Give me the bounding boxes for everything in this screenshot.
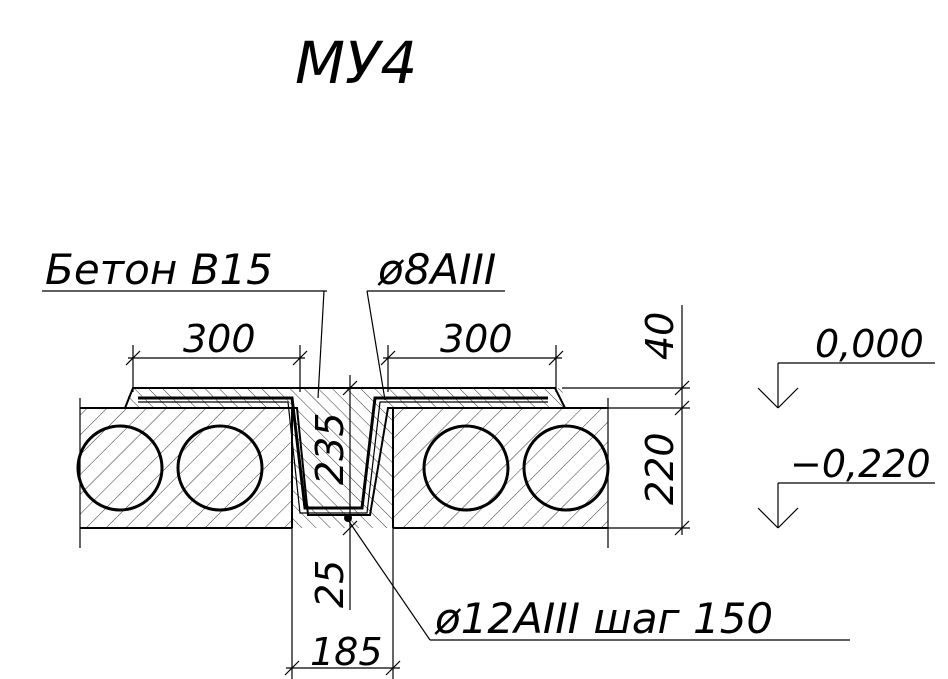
dimension-right-300 — [380, 345, 564, 392]
concrete-grade-label: Бетон В15 — [45, 245, 273, 294]
dimension-235 — [342, 375, 358, 528]
dimension-left-300-text: 300 — [183, 317, 256, 361]
dimension-220-text: 220 — [638, 432, 682, 505]
joint-walls — [282, 407, 394, 528]
left-hollow-core-slab — [76, 398, 292, 548]
dimension-235-text: 235 — [308, 412, 352, 485]
topping-layer-outline — [124, 387, 566, 409]
drawing-title: МУ4 — [295, 29, 417, 97]
dimension-left-300 — [125, 345, 308, 392]
level-mark-top — [757, 362, 935, 409]
dimension-185 — [284, 528, 401, 679]
level-top-text: 0,000 — [815, 322, 924, 366]
dimension-40-text: 40 — [638, 312, 682, 360]
bottom-rebar-label: ø12AIII шаг 150 — [434, 594, 773, 643]
level-mark-bottom — [757, 482, 935, 529]
callout-leaders — [42, 290, 850, 641]
dimension-vertical-right — [562, 305, 690, 536]
right-hollow-core-slab — [393, 398, 610, 548]
top-rebar-bent — [138, 396, 548, 514]
dimension-185-text: 185 — [310, 630, 383, 674]
dimension-25 — [342, 520, 358, 610]
level-bottom-text: −0,220 — [790, 442, 931, 486]
dimension-25-text: 25 — [308, 560, 352, 608]
top-rebar-label: ø8AIII — [377, 245, 496, 294]
concrete-joint-fill — [125, 388, 565, 528]
dimension-right-300-text: 300 — [440, 317, 513, 361]
